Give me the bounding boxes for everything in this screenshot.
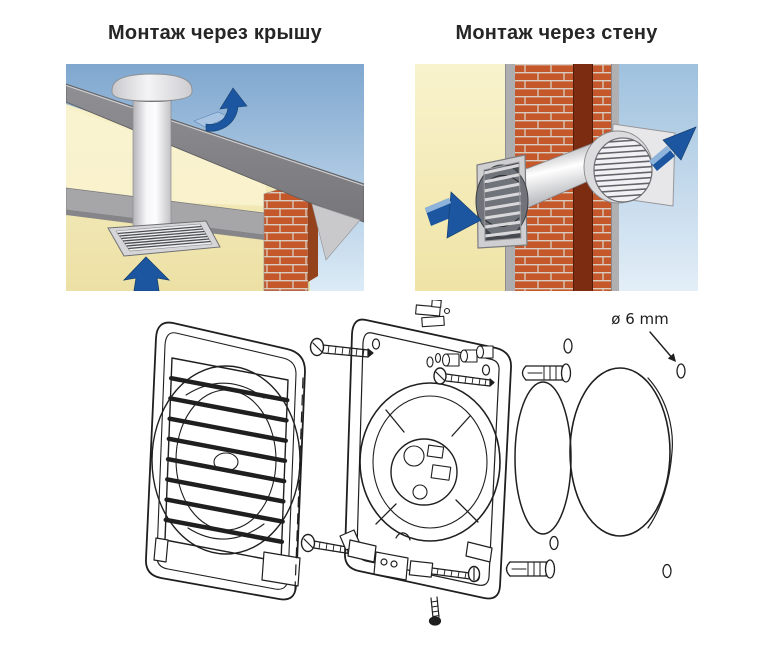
airflow-up-arrow-icon <box>122 256 171 291</box>
cable-clamp-part <box>415 300 451 328</box>
terminal-screw <box>431 565 481 583</box>
roof-duct <box>111 73 193 229</box>
front-grille-part <box>145 321 306 601</box>
hole-diameter-callout <box>649 331 676 362</box>
wall-panel-title: Монтаж через стену <box>455 22 658 44</box>
wall-plug-top <box>521 363 572 383</box>
exploded-view-diagram: ø 6 mm <box>145 300 686 626</box>
wall-hole-circles <box>514 367 673 537</box>
hole-diameter-label: ø 6 mm <box>611 310 668 328</box>
terminal-block-parts <box>339 529 493 581</box>
roof-panel-title: Монтаж через крышу <box>108 22 322 44</box>
roof-soffit <box>311 203 361 261</box>
wall-installation-illustration <box>415 64 698 291</box>
exhaust-arrow-icon <box>649 126 697 171</box>
exhaust-swoosh-arrow-icon <box>193 87 248 132</box>
exterior-round-grille <box>583 130 653 204</box>
small-vertical-screw <box>428 596 442 626</box>
mounting-screw-top-left <box>309 337 374 358</box>
interior-fan-unit <box>475 154 529 249</box>
mounting-screw-top-right <box>433 367 495 387</box>
roof-installation-illustration <box>66 64 364 291</box>
duct-cap <box>111 73 193 102</box>
wall-plug-bottom <box>505 559 556 579</box>
drill-holes <box>549 338 686 579</box>
fan-body-part <box>344 318 512 600</box>
bushing-parts <box>426 345 494 368</box>
ceiling-grille <box>107 220 221 257</box>
intake-arrow-icon <box>425 191 482 239</box>
